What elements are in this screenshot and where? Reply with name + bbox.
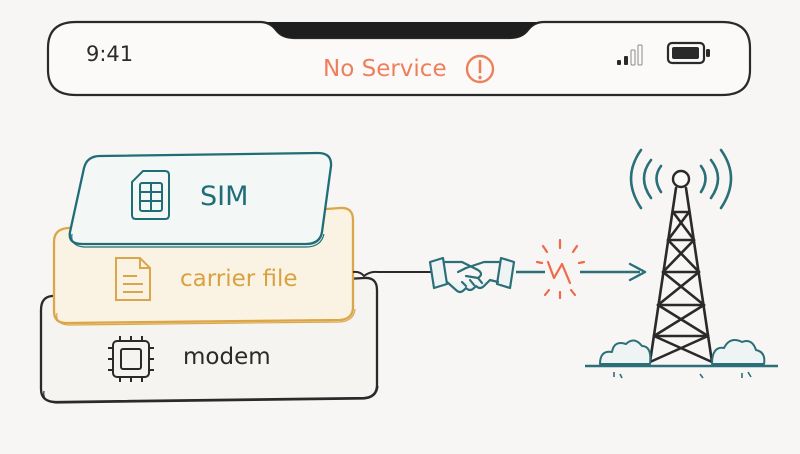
phone-notch <box>262 22 542 38</box>
lightning-break-icon <box>535 238 586 300</box>
network-status-text: No Service <box>323 56 447 82</box>
connection-line <box>352 262 647 282</box>
sim-layer-label: SIM <box>200 181 249 212</box>
chip-icon <box>108 336 154 382</box>
phone-status-bar <box>46 20 752 97</box>
signal-bars-icon <box>617 44 643 66</box>
ground <box>585 339 778 379</box>
status-time: 9:41 <box>86 42 134 66</box>
modem-layer-label: modem <box>183 344 271 370</box>
battery-icon <box>666 41 710 65</box>
document-icon <box>115 257 151 301</box>
exclamation-circle-icon <box>465 54 495 84</box>
sim-card <box>68 151 333 248</box>
layer-stack <box>39 151 379 404</box>
carrier-file-layer-label: carrier file <box>180 266 298 292</box>
radio-waves <box>629 148 733 210</box>
handshake-icon <box>428 256 516 294</box>
cell-tower-icon <box>585 148 778 379</box>
sim-card-icon <box>131 170 170 220</box>
